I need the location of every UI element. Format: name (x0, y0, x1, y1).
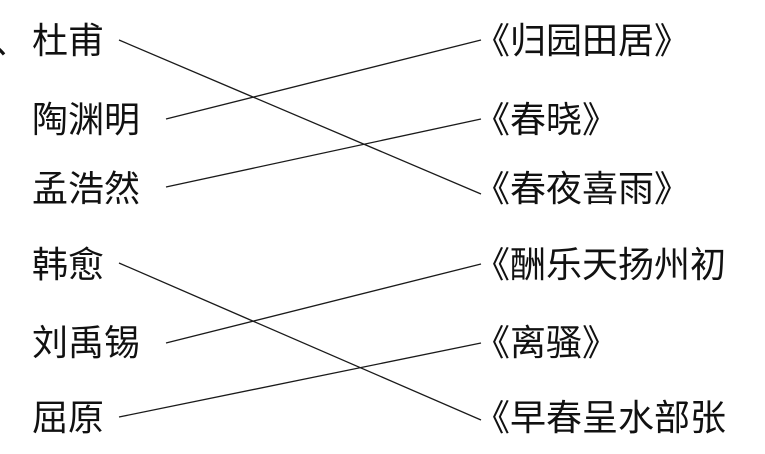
poet-meng-haoran: 孟浩然 (32, 169, 141, 210)
connector-du-fu (118, 39, 482, 195)
work-gui-yuan-tian-ju: 《归园田居》 (474, 21, 691, 62)
poet-han-yu: 韩愈 (32, 245, 105, 286)
work-zao-chun: 《早春呈水部张 (474, 398, 727, 439)
work-chou-le-tian: 《酬乐天扬州初 (474, 245, 727, 286)
poet-tao-yuanming: 陶渊明 (32, 100, 141, 141)
question-prefix: 、 (0, 20, 29, 64)
poet-qu-yuan: 屈原 (32, 398, 105, 439)
work-li-sao: 《离骚》 (474, 323, 619, 364)
poet-liu-yuxi: 刘禹锡 (32, 323, 141, 364)
connector-liu-yuxi (165, 263, 482, 344)
connector-qu-yuan (118, 342, 482, 418)
connector-meng-haoran (165, 118, 482, 188)
work-chun-ye-xi-yu: 《春夜喜雨》 (474, 169, 691, 210)
connector-tao-yuanming (165, 39, 482, 120)
work-chun-xiao: 《春晓》 (474, 100, 619, 141)
connector-han-yu (118, 262, 482, 421)
poet-du-fu: 杜甫 (32, 21, 105, 62)
